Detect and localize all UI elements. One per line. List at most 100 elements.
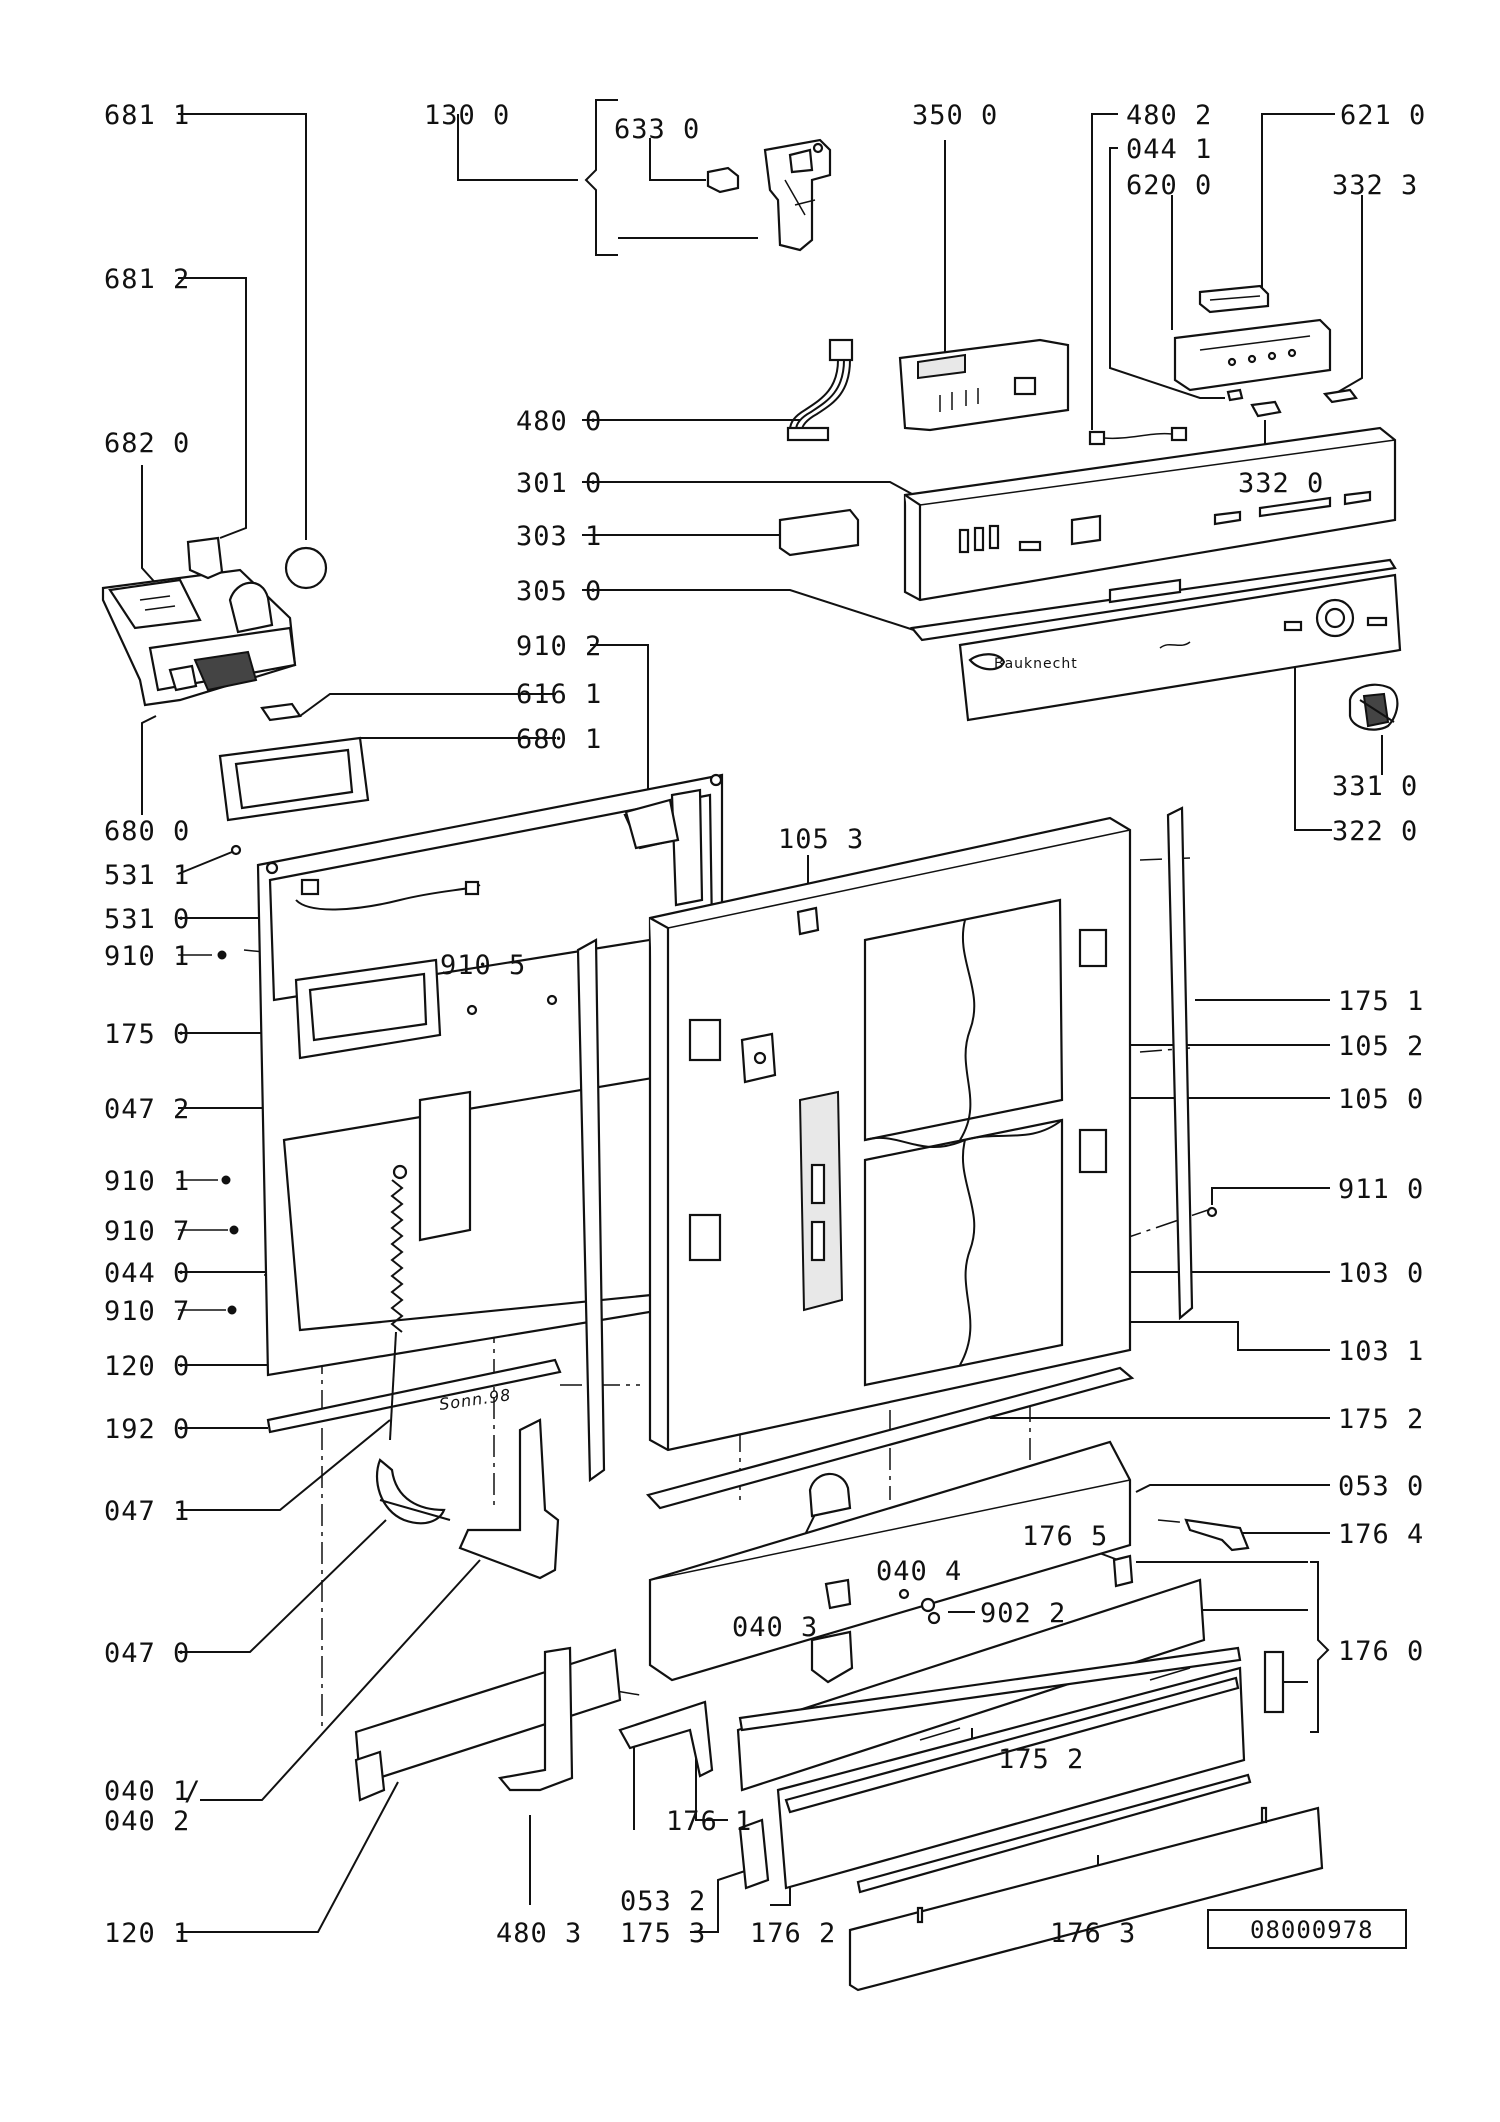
label-175-1: 175 1	[1338, 986, 1424, 1017]
screw-910-7b	[227, 1305, 237, 1315]
control-panel-housing-part	[903, 426, 1397, 602]
label-680-1: 680 1	[516, 724, 602, 755]
label-120-1: 120 1	[104, 1918, 190, 1949]
label-040-3: 040 3	[732, 1612, 818, 1643]
foot-bracket-part	[497, 1646, 574, 1792]
dispenser-gasket-part	[218, 736, 370, 822]
label-053-0: 053 0	[1338, 1471, 1424, 1502]
label-681-1: 681 1	[104, 100, 190, 131]
panel-rail-part	[909, 558, 1397, 642]
label-531-1: 531 1	[104, 860, 190, 891]
label-176-4: 176 4	[1338, 1519, 1424, 1550]
screw-910-4	[546, 994, 558, 1006]
label-531-0: 531 0	[104, 904, 190, 935]
fascia-panel-part: Bauknecht	[958, 573, 1402, 722]
label-105-0: 105 0	[1338, 1084, 1424, 1115]
screw-910-7a	[229, 1225, 239, 1235]
corner-bracket-part	[618, 1700, 714, 1778]
label-175-0: 175 0	[104, 1019, 190, 1050]
latch-pin-part	[824, 1578, 852, 1610]
label-331-0: 331 0	[1332, 771, 1418, 802]
screw-910-1a	[217, 950, 227, 960]
screw-910-1b	[221, 1175, 231, 1185]
door-side-strip-left-part	[576, 938, 606, 1483]
door-spring-part	[375, 1164, 451, 1525]
label-053-2: 053 2	[620, 1886, 706, 1917]
label-621-0: 621 0	[1340, 100, 1426, 131]
label-910-2: 910 2	[516, 631, 602, 662]
small-connector-part	[1088, 426, 1188, 446]
part-labels: 681 1 130 0 633 0 350 0 480 2 044 1 620 …	[104, 100, 1426, 1949]
label-910-5: 910 5	[440, 950, 526, 981]
label-303-1: 303 1	[516, 521, 602, 552]
label-911-0: 911 0	[1338, 1174, 1424, 1205]
hinge-plate-part	[458, 1418, 560, 1580]
label-322-0: 322 0	[1332, 816, 1418, 847]
label-350-0: 350 0	[912, 100, 998, 131]
bottom-strip-part	[266, 1358, 562, 1434]
plinth-support-part	[648, 1440, 1132, 1682]
screw-910-5	[466, 1004, 478, 1016]
label-681-2: 681 2	[104, 264, 190, 295]
screw-part	[920, 1597, 936, 1613]
label-910-7a: 910 7	[104, 1216, 190, 1247]
selector-knob-part	[1348, 683, 1399, 731]
label-176-0: 176 0	[1338, 1636, 1424, 1667]
reference-number: 08000978	[1250, 1916, 1374, 1944]
lower-door-panel-part	[354, 1648, 622, 1784]
wire-harness-part	[786, 338, 854, 442]
label-480-0: 480 0	[516, 406, 602, 437]
clip-part	[1226, 388, 1244, 402]
label-044-0: 044 0	[104, 1258, 190, 1289]
label-176-5: 176 5	[1022, 1521, 1108, 1552]
hinge-plate-910-2	[624, 798, 680, 850]
label-176-3: 176 3	[1050, 1918, 1136, 1949]
label-192-0: 192 0	[104, 1414, 190, 1445]
label-175-3: 175 3	[620, 1918, 706, 1949]
screw-911-0	[1206, 1206, 1218, 1218]
plinth-set-part	[736, 1578, 1324, 1992]
dispenser-assembly-part	[101, 568, 297, 707]
label-910-1b: 910 1	[104, 1166, 190, 1197]
label-305-0: 305 0	[516, 576, 602, 607]
label-044-1: 044 1	[1126, 134, 1212, 165]
label-902-2: 902 2	[980, 1598, 1066, 1629]
label-332-3: 332 3	[1332, 170, 1418, 201]
label-120-0: 120 0	[104, 1351, 190, 1382]
latch-hook-part	[810, 1630, 854, 1684]
label-105-3: 105 3	[778, 824, 864, 855]
label-616-1: 616 1	[516, 679, 602, 710]
label-176-1: 176 1	[666, 1806, 752, 1837]
label-040-1-slash: /	[184, 1776, 201, 1807]
control-board-part	[898, 338, 1070, 432]
label-130-0: 130 0	[424, 100, 510, 131]
label-682-0: 682 0	[104, 428, 190, 459]
label-480-3: 480 3	[496, 1918, 582, 1949]
label-680-0: 680 0	[104, 816, 190, 847]
reference-number-box: 08000978	[1207, 1909, 1407, 1949]
label-175-2b: 175 2	[998, 1744, 1084, 1775]
label-332-0: 332 0	[1238, 468, 1324, 499]
hinge-bracket-part	[706, 138, 832, 252]
label-176-2: 176 2	[750, 1918, 836, 1949]
label-633-0: 633 0	[614, 114, 700, 145]
label-105-2: 105 2	[1338, 1031, 1424, 1062]
label-620-0: 620 0	[1126, 170, 1212, 201]
label-047-2: 047 2	[104, 1094, 190, 1125]
label-040-2: 040 2	[104, 1806, 190, 1837]
dispenser-latch-part	[260, 702, 302, 722]
door-side-strip-right-part	[1166, 806, 1194, 1321]
label-103-1: 103 1	[1338, 1336, 1424, 1367]
parts: Bauknecht	[101, 138, 1402, 1992]
screw-531-1	[230, 844, 242, 856]
label-910-7b: 910 7	[104, 1296, 190, 1327]
push-button-small-part	[1322, 388, 1358, 404]
outer-door-panel-part	[648, 816, 1132, 1452]
label-175-2a: 175 2	[1338, 1404, 1424, 1435]
display-module-part	[1198, 284, 1270, 314]
label-040-4: 040 4	[876, 1556, 962, 1587]
label-103-0: 103 0	[1338, 1258, 1424, 1289]
rinse-aid-cap-part	[284, 546, 328, 590]
bottom-rail-part	[645, 1366, 1135, 1510]
